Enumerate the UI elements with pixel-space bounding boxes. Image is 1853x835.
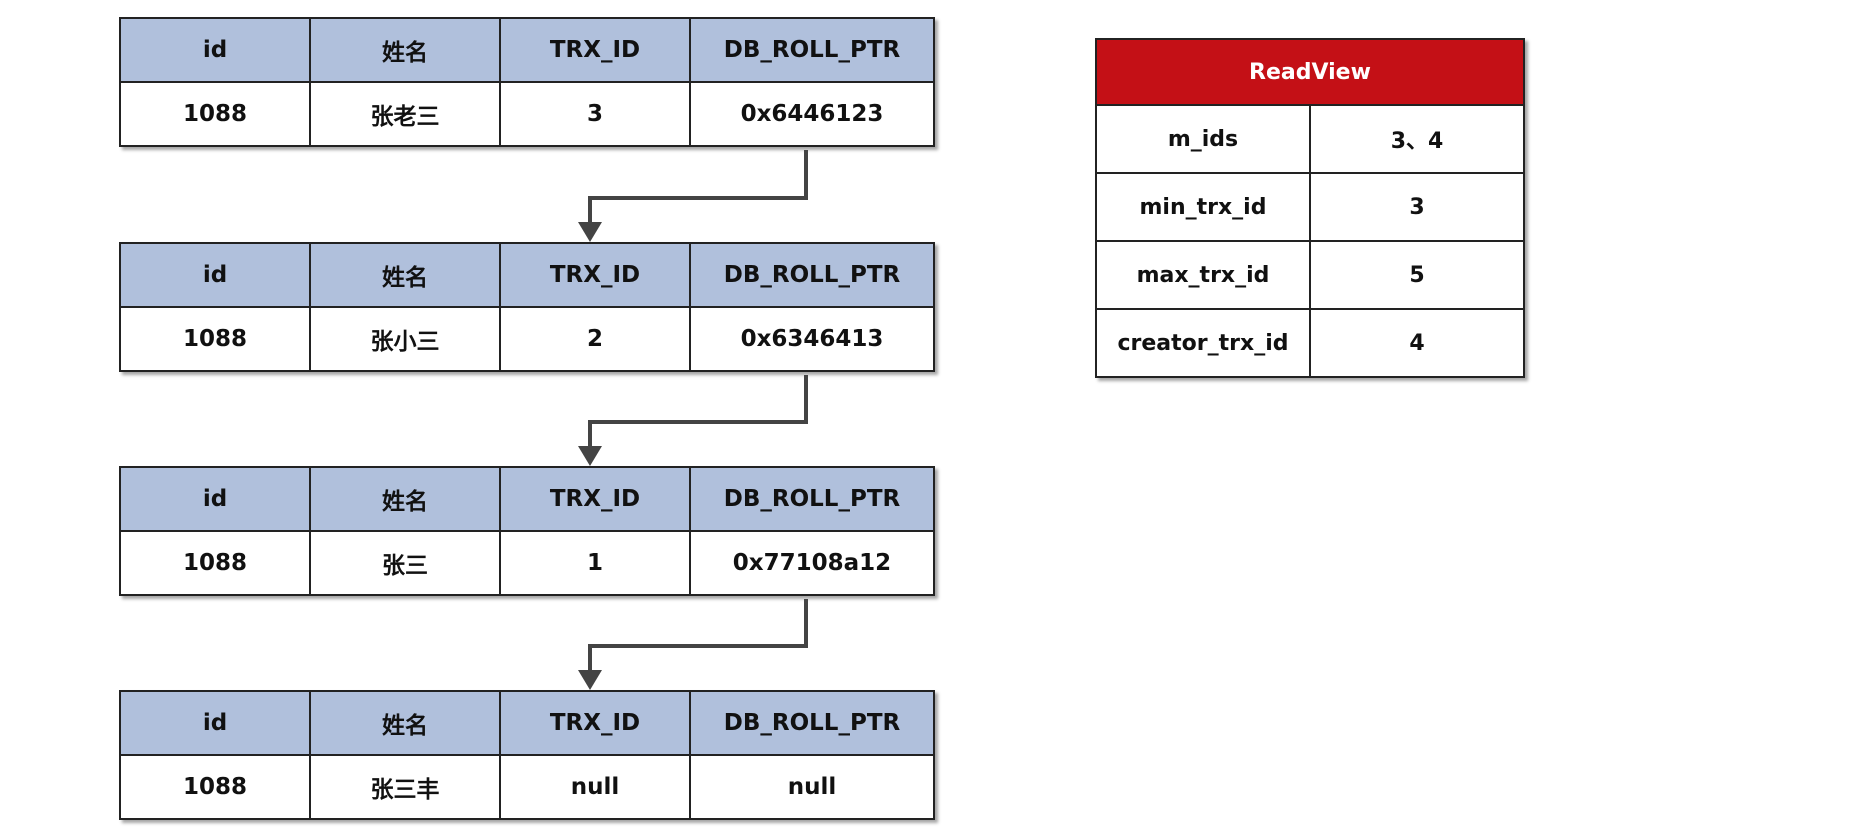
header-id: id bbox=[119, 690, 311, 756]
cell-id: 1088 bbox=[119, 81, 311, 147]
readview-title: ReadView bbox=[1095, 38, 1525, 106]
header-name: 姓名 bbox=[309, 690, 501, 756]
cell-id: 1088 bbox=[119, 530, 311, 596]
roll-pointer-arrow-3 bbox=[588, 599, 808, 676]
readview-value: 4 bbox=[1309, 308, 1525, 378]
cell-name: 张三 bbox=[309, 530, 501, 596]
readview-row: m_ids 3、4 bbox=[1095, 104, 1525, 174]
cell-trx-id: 1 bbox=[499, 530, 691, 596]
readview-value: 3 bbox=[1309, 172, 1525, 242]
header-trx-id: TRX_ID bbox=[499, 690, 691, 756]
version-table-1: id 姓名 TRX_ID DB_ROLL_PTR 1088 张老三 3 0x64… bbox=[119, 17, 935, 147]
header-trx-id: TRX_ID bbox=[499, 17, 691, 83]
table-row: 1088 张三丰 null null bbox=[119, 754, 935, 820]
readview-table: ReadView m_ids 3、4 min_trx_id 3 max_trx_… bbox=[1095, 38, 1525, 378]
readview-value: 3、4 bbox=[1309, 104, 1525, 174]
table-row: 1088 张小三 2 0x6346413 bbox=[119, 306, 935, 372]
readview-row: min_trx_id 3 bbox=[1095, 172, 1525, 242]
arrow-head-2 bbox=[578, 446, 602, 466]
table-header-row: id 姓名 TRX_ID DB_ROLL_PTR bbox=[119, 690, 935, 756]
cell-db-roll-ptr: null bbox=[689, 754, 935, 820]
version-table-2: id 姓名 TRX_ID DB_ROLL_PTR 1088 张小三 2 0x63… bbox=[119, 242, 935, 372]
header-name: 姓名 bbox=[309, 242, 501, 308]
header-id: id bbox=[119, 17, 311, 83]
version-table-4: id 姓名 TRX_ID DB_ROLL_PTR 1088 张三丰 null n… bbox=[119, 690, 935, 820]
cell-db-roll-ptr: 0x77108a12 bbox=[689, 530, 935, 596]
table-header-row: id 姓名 TRX_ID DB_ROLL_PTR bbox=[119, 17, 935, 83]
header-db-roll-ptr: DB_ROLL_PTR bbox=[689, 690, 935, 756]
readview-key: m_ids bbox=[1095, 104, 1311, 174]
cell-db-roll-ptr: 0x6346413 bbox=[689, 306, 935, 372]
header-db-roll-ptr: DB_ROLL_PTR bbox=[689, 17, 935, 83]
version-table-3: id 姓名 TRX_ID DB_ROLL_PTR 1088 张三 1 0x771… bbox=[119, 466, 935, 596]
header-trx-id: TRX_ID bbox=[499, 466, 691, 532]
cell-trx-id: 3 bbox=[499, 81, 691, 147]
arrow-head-3 bbox=[578, 670, 602, 690]
header-name: 姓名 bbox=[309, 17, 501, 83]
cell-id: 1088 bbox=[119, 306, 311, 372]
table-header-row: id 姓名 TRX_ID DB_ROLL_PTR bbox=[119, 466, 935, 532]
table-row: 1088 张老三 3 0x6446123 bbox=[119, 81, 935, 147]
header-id: id bbox=[119, 466, 311, 532]
arrow-head-1 bbox=[578, 222, 602, 242]
readview-row: creator_trx_id 4 bbox=[1095, 308, 1525, 378]
table-row: 1088 张三 1 0x77108a12 bbox=[119, 530, 935, 596]
cell-name: 张老三 bbox=[309, 81, 501, 147]
cell-trx-id: 2 bbox=[499, 306, 691, 372]
readview-title-row: ReadView bbox=[1095, 38, 1525, 106]
cell-id: 1088 bbox=[119, 754, 311, 820]
readview-key: min_trx_id bbox=[1095, 172, 1311, 242]
header-id: id bbox=[119, 242, 311, 308]
cell-name: 张三丰 bbox=[309, 754, 501, 820]
cell-name: 张小三 bbox=[309, 306, 501, 372]
readview-value: 5 bbox=[1309, 240, 1525, 310]
header-db-roll-ptr: DB_ROLL_PTR bbox=[689, 242, 935, 308]
readview-key: creator_trx_id bbox=[1095, 308, 1311, 378]
header-name: 姓名 bbox=[309, 466, 501, 532]
cell-db-roll-ptr: 0x6446123 bbox=[689, 81, 935, 147]
cell-trx-id: null bbox=[499, 754, 691, 820]
readview-key: max_trx_id bbox=[1095, 240, 1311, 310]
readview-row: max_trx_id 5 bbox=[1095, 240, 1525, 310]
roll-pointer-arrow-2 bbox=[588, 375, 808, 452]
header-trx-id: TRX_ID bbox=[499, 242, 691, 308]
header-db-roll-ptr: DB_ROLL_PTR bbox=[689, 466, 935, 532]
table-header-row: id 姓名 TRX_ID DB_ROLL_PTR bbox=[119, 242, 935, 308]
roll-pointer-arrow-1 bbox=[588, 150, 808, 228]
